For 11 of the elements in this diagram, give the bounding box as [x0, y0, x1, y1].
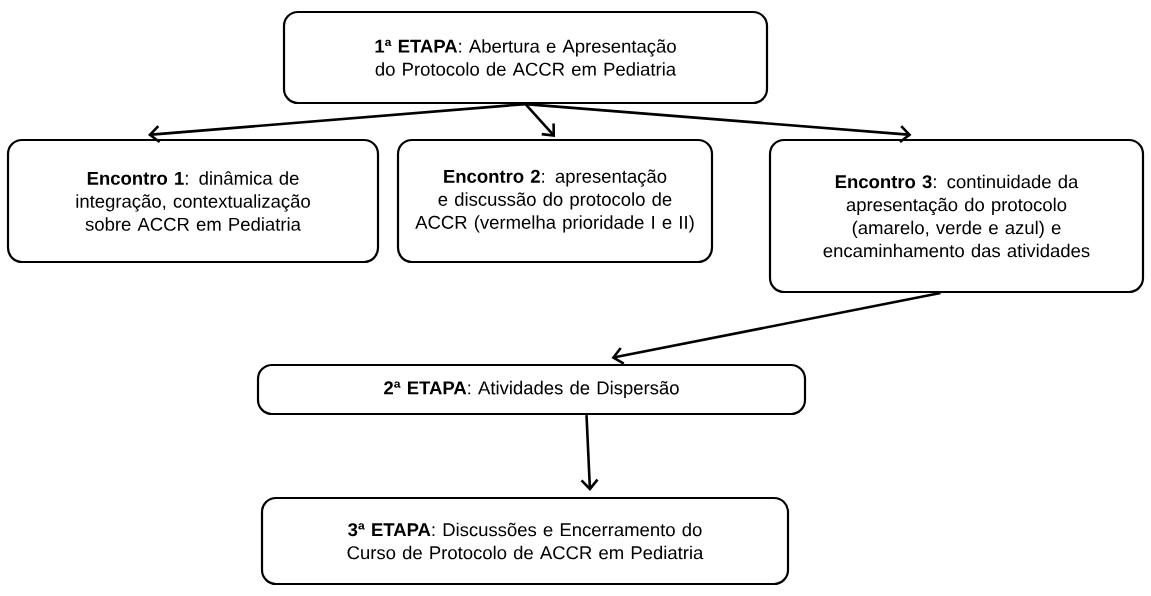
process-box: Encontro 1: dinâmica de integração, contextualização sobre ACCR em Pediatria [6, 138, 380, 264]
arrow [525, 102, 912, 144]
arrow [580, 415, 599, 491]
process-box: 3ª ETAPA: Discussões e Encerramento do Curso de Protocolo de ACCR em Pediatria [260, 496, 790, 586]
arrow [611, 291, 941, 365]
arrow [148, 102, 526, 143]
process-box: 2ª ETAPA: Atividades de Dispersão [256, 363, 807, 416]
process-box: Encontro 3: continuidade da apresentação do protocolo (amarelo, verde e azul) e encaminhamento das atividades [768, 138, 1145, 294]
arrow [524, 103, 555, 137]
process-box: Encontro 2: apresentação e discussão do protocolo de ACCR (vermelha prioridade I e II) [396, 138, 714, 264]
process-box: 1ª ETAPA: Abertura e Apresentação do Protocolo de ACCR em Pediatria [282, 10, 769, 105]
